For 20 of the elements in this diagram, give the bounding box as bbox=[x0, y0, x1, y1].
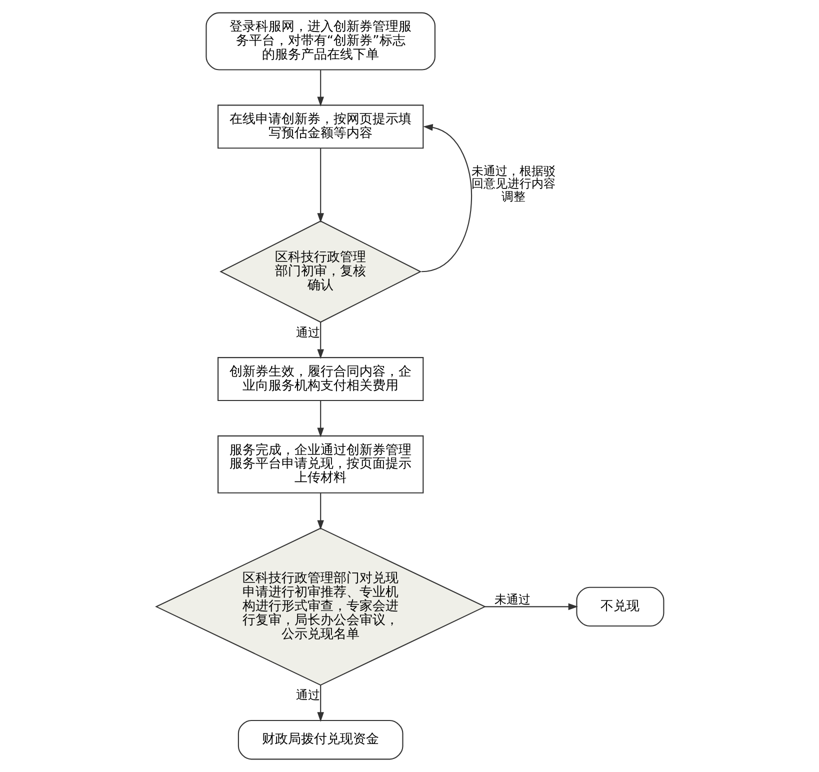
arrow bbox=[316, 685, 324, 722]
node-diamond: 区科技行政管理部门初审，复核确认 bbox=[219, 220, 422, 323]
node-box: 财政局拨付兑现资金 bbox=[237, 720, 403, 760]
arrow bbox=[316, 322, 324, 359]
node-box: 服务完成，企业通过创新券管理服务平台申请兑现，按页面提示上传材料 bbox=[217, 435, 424, 494]
edge-label: 通过 bbox=[296, 688, 320, 702]
arrow bbox=[316, 493, 324, 530]
edge-label: 未通过 bbox=[494, 592, 530, 606]
arrow bbox=[316, 400, 324, 438]
node-box: 创新券生效，履行合同内容，企业向服务机构支付相关费用 bbox=[217, 357, 424, 402]
arrow bbox=[316, 70, 324, 106]
edge-label: 未通过，根据驳回意见进行内容调整 bbox=[470, 164, 555, 204]
node-diamond: 区科技行政管理部门对兑现申请进行初审推荐、专业机构进行形式审查，专家会进行复审，局长办公会审议，公示兑现名单 bbox=[154, 528, 486, 686]
arrow bbox=[484, 603, 578, 610]
arrow bbox=[316, 148, 324, 223]
node-box: 登录科服网，进入创新券管理服务平台，对带有“创新券”标志的服务产品在线下单 bbox=[205, 12, 435, 70]
node-box: 不兑现 bbox=[576, 586, 664, 627]
edge-label: 通过 bbox=[296, 325, 320, 340]
node-box: 在线申请创新券，按网页提示填写预估金额等内容 bbox=[217, 104, 424, 149]
arrow bbox=[420, 124, 472, 272]
